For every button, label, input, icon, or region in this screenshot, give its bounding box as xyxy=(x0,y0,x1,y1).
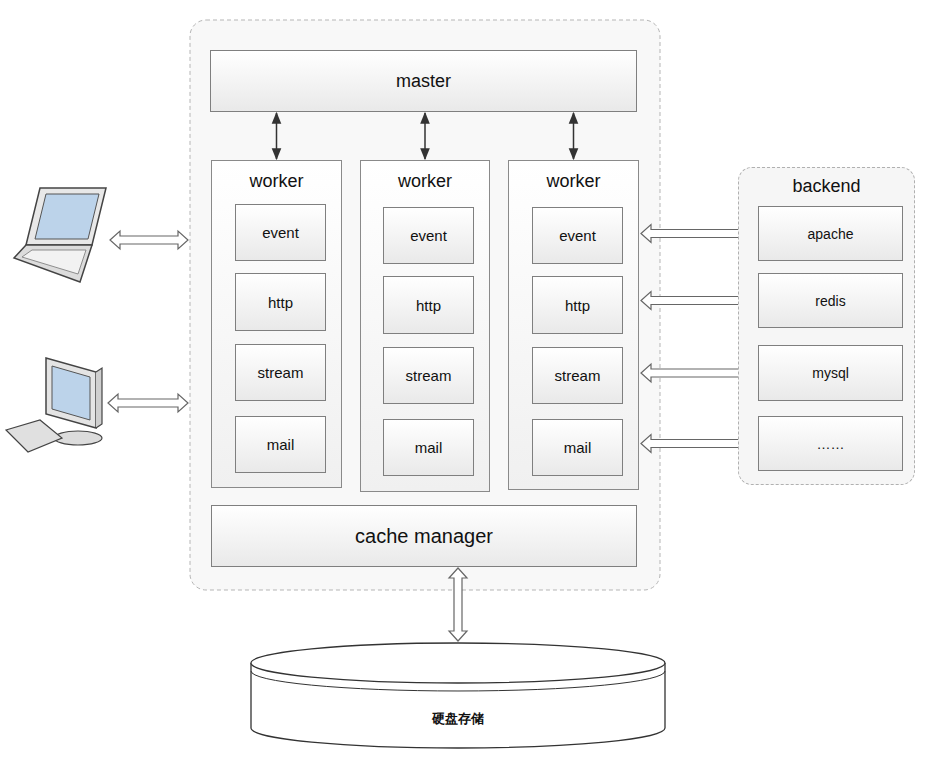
backend-box: apache xyxy=(758,206,903,261)
module-box: event xyxy=(532,207,623,264)
node-label: event xyxy=(559,227,596,244)
module-box: mail xyxy=(383,419,474,476)
node-label: backend xyxy=(792,176,860,197)
node-label: event xyxy=(410,227,447,244)
module-box: mail xyxy=(235,416,326,473)
cylinder-outline xyxy=(250,642,666,750)
node-label: http xyxy=(416,297,441,314)
module-box: http xyxy=(235,273,326,331)
node-label: mysql xyxy=(812,365,849,381)
node-label: stream xyxy=(406,367,452,384)
data-arrow xyxy=(449,568,467,641)
node-label: event xyxy=(262,224,299,241)
backend-group: backend apache redis mysql …… xyxy=(738,167,915,485)
module-box: stream xyxy=(235,344,326,401)
module-box: http xyxy=(383,276,474,334)
node-label: mail xyxy=(415,439,443,456)
module-box: mail xyxy=(532,419,623,476)
client-arrow xyxy=(110,231,188,249)
laptop-icon xyxy=(14,188,106,282)
node-label: cache manager xyxy=(355,525,493,548)
server-outline xyxy=(190,20,660,590)
node-label: master xyxy=(396,71,451,92)
backend-box: mysql xyxy=(758,345,903,401)
node-label: 硬盘存储 xyxy=(432,710,484,728)
backend-box: redis xyxy=(758,273,903,328)
node-label: worker xyxy=(398,171,452,192)
node-label: worker xyxy=(546,171,600,192)
backend-box: …… xyxy=(758,416,903,471)
node-label: redis xyxy=(815,293,845,309)
node-label: http xyxy=(268,294,293,311)
master-box: master xyxy=(210,50,637,112)
module-box: event xyxy=(383,207,474,264)
control-arrow xyxy=(276,113,278,159)
node-label: mail xyxy=(267,436,295,453)
desktop-icon xyxy=(6,358,102,452)
node-label: http xyxy=(565,297,590,314)
worker-box: worker event http stream mail xyxy=(360,160,490,492)
control-arrow xyxy=(573,113,575,159)
node-label: worker xyxy=(249,171,303,192)
worker-box: worker event http stream mail xyxy=(211,160,342,488)
module-box: stream xyxy=(532,347,623,404)
module-box: stream xyxy=(383,347,474,404)
disk-cylinder: 硬盘存储 xyxy=(250,642,666,750)
node-label: stream xyxy=(258,364,304,381)
module-box: http xyxy=(532,276,623,334)
node-label: apache xyxy=(808,226,854,242)
node-label: …… xyxy=(817,436,845,452)
cache-manager-box: cache manager xyxy=(211,505,637,567)
node-label: stream xyxy=(555,367,601,384)
control-arrow xyxy=(424,113,426,159)
client-arrow xyxy=(108,394,188,412)
worker-box: worker event http stream mail xyxy=(508,160,639,490)
node-label: mail xyxy=(564,439,592,456)
module-box: event xyxy=(235,204,326,261)
